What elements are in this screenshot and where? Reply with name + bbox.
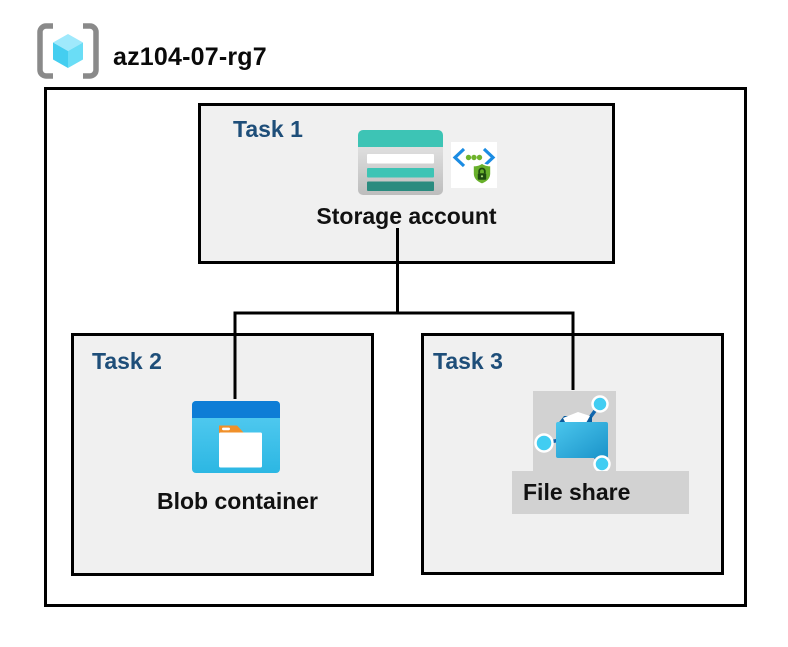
storage-account-icon <box>358 130 443 195</box>
blob-container-label: Blob container <box>156 488 318 514</box>
task3-box: Task 3 File share <box>421 333 724 575</box>
task3-label: Task 3 <box>433 348 503 374</box>
file-share-label-highlight: File share <box>512 471 689 514</box>
task1-label: Task 1 <box>233 116 303 142</box>
task2-label: Task 2 <box>92 348 162 374</box>
task1-box: Task 1 Storage account <box>198 103 615 264</box>
task2-box: Task 2 Blob container <box>71 333 374 576</box>
resource-group-icon <box>37 23 99 79</box>
resource-group-title: az104-07-rg7 <box>113 42 267 71</box>
file-share-label: File share <box>523 479 631 505</box>
sas-lock-icon <box>451 142 497 188</box>
blob-container-icon <box>192 401 280 473</box>
file-share-icon <box>534 395 611 471</box>
storage-account-label: Storage account <box>316 203 497 229</box>
file-share-icon-highlight <box>533 391 616 471</box>
resource-group-header: az104-07-rg7 <box>36 22 267 80</box>
